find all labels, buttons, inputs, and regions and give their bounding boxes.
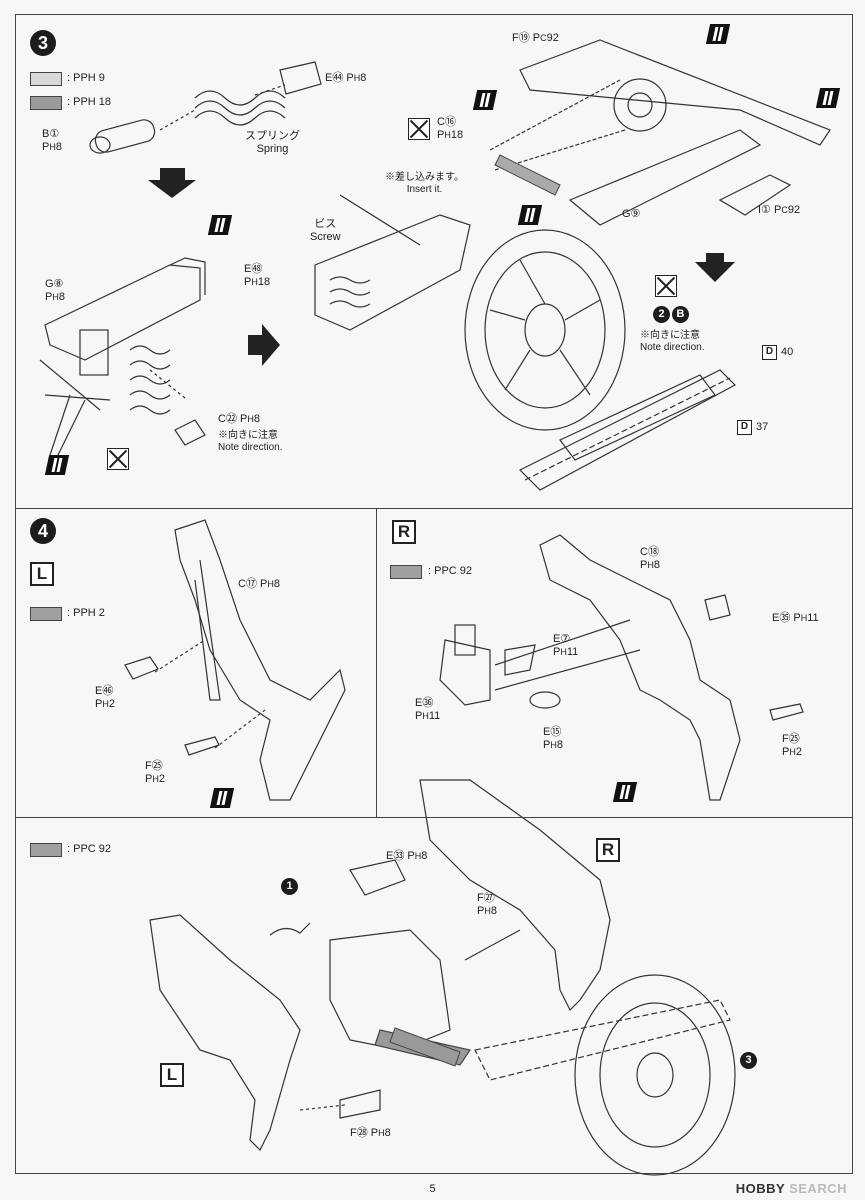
label-e44: E㊹ PH8 <box>325 72 367 84</box>
glue-icon <box>44 455 70 475</box>
legend-label-assembly: : PPC 92 <box>67 843 112 855</box>
side-left-badge: L <box>30 562 54 586</box>
legend-label-dark: : PPH 18 <box>67 96 112 108</box>
insert-note: ※差し込みます。Insert it. <box>385 172 464 195</box>
label-g9: G⑨ <box>622 208 641 220</box>
step-4-number: 4 <box>30 518 56 544</box>
glue-icon <box>472 90 498 110</box>
no-glue-icon <box>107 448 129 470</box>
glue-icon <box>815 88 841 108</box>
label-f28: F㉘ PH8 <box>350 1127 391 1139</box>
label-f19: F⑲ PC92 <box>512 32 559 44</box>
part-box-d: D <box>762 345 777 360</box>
step-4-panel <box>15 508 377 818</box>
step-3-number: 3 <box>30 30 56 56</box>
glue-icon <box>612 782 638 802</box>
shock-parts-drawing <box>89 61 322 154</box>
frame-left-drawing <box>124 519 346 801</box>
gray-arrow-assembly <box>389 1027 461 1067</box>
glue-icon <box>517 205 543 225</box>
sub-step-b-badge: B <box>672 306 689 323</box>
legend-label-stepR: : PPC 92 <box>428 565 473 577</box>
label-d40: 40 <box>781 346 794 358</box>
legend-swatch-dark <box>30 96 62 110</box>
side-right-badge: R <box>392 520 416 544</box>
swingarm-drawing <box>39 257 206 456</box>
legend-label-step4: : PPH 2 <box>67 607 105 619</box>
label-i1: I① PC92 <box>758 204 801 216</box>
label-e35: E㉟ PH11 <box>772 612 819 624</box>
flow-arrows <box>148 168 735 366</box>
label-d37: 37 <box>756 421 769 433</box>
label-c22: C㉒ PH8 <box>218 413 260 425</box>
frame-right-drawing <box>439 534 804 801</box>
no-glue-icon <box>655 275 677 297</box>
ref-step-3-badge: 3 <box>740 1052 757 1069</box>
watermark-brand: HOBBY SEARCH <box>735 1181 847 1196</box>
side-right-badge: R <box>596 838 620 862</box>
part-box-d: D <box>737 420 752 435</box>
sub-step-2-badge: 2 <box>653 306 670 323</box>
step-3-panel <box>15 14 853 509</box>
assembly-panel <box>15 817 853 1174</box>
glue-icon <box>209 788 235 808</box>
legend-swatch-light <box>30 72 62 86</box>
label-c17: C⑰ PH8 <box>238 578 280 590</box>
side-left-badge: L <box>160 1063 184 1087</box>
label-e33: E㉝ PH8 <box>386 850 428 862</box>
no-glue-icon <box>408 118 430 140</box>
legend-swatch-step4 <box>30 607 62 621</box>
rear-wheel-assembly-drawing <box>314 194 736 491</box>
chain-cover-drawing <box>489 39 831 226</box>
glue-icon <box>207 215 233 235</box>
legend-swatch-assembly <box>30 843 62 857</box>
page-number: 5 <box>429 1183 436 1195</box>
legend-swatch-stepR <box>390 565 422 579</box>
step-r-panel <box>376 508 853 818</box>
ref-step-1-badge: 1 <box>281 878 298 895</box>
gray-arrow-3 <box>494 154 561 196</box>
glue-icon <box>705 24 731 44</box>
legend-label-light: : PPH 9 <box>67 72 105 84</box>
